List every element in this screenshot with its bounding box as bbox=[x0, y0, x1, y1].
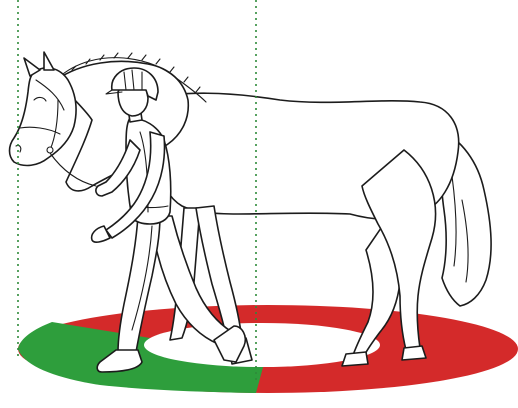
horse-far-hind-hoof bbox=[342, 352, 368, 366]
horse-ear-back bbox=[44, 52, 54, 70]
ground-zone-ring bbox=[18, 305, 518, 393]
horse-head bbox=[10, 68, 77, 166]
horse-near-hind-hoof bbox=[402, 346, 426, 360]
